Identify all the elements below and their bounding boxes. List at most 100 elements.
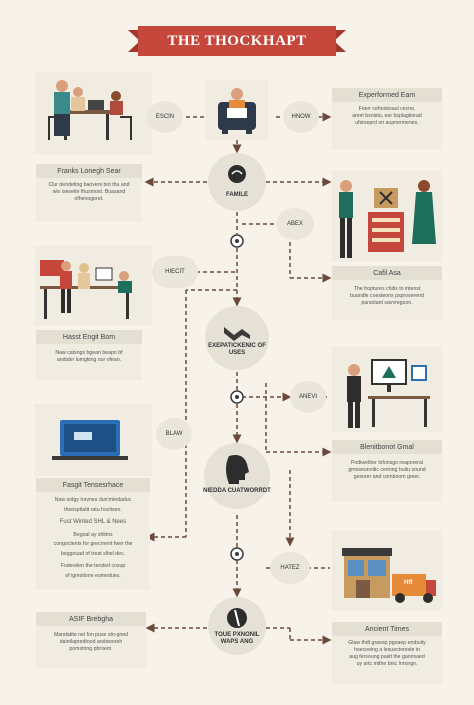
illustration-shop-couple [332,170,442,262]
node-hatez-label: HATEZ [280,565,300,571]
illustration-office-team [34,246,152,326]
hub-label: TOUE PXNONIL WAPS ANG [214,632,260,645]
compass-icon [227,608,247,628]
node-hnow-label: HNOW [291,114,311,120]
office-team-icon [40,260,132,319]
card-header: Hasst Engit Bom [36,330,142,344]
card-body-line: buandle coesteons psproserend [350,293,424,299]
card-header: Cafil Asa [332,266,442,280]
card-body-line: Foderelen the tersted cosup [60,563,126,569]
card-body: Clur dendeting baovers bot thu and wio i… [36,178,142,207]
card-body-line: andobn lumgking our ofean. [56,357,122,363]
hub-uses: EXEPATICKENIC OF USES [204,305,270,371]
card-body: The froptures chitis to intenst buandle … [332,280,442,313]
hub-label: FAMILE [226,192,248,198]
card-body: Fnerr cehnistoaul cecne, amet bsnistu, e… [332,102,442,131]
card-header: Experformed Eam [332,88,442,102]
reading-person-icon [218,88,256,134]
card-body-line: Fust Winted SHL & Nees [59,519,127,525]
junction-node [230,547,244,561]
node-hiecit-label: HIECIT [165,269,185,275]
junction-node [230,234,244,248]
businessman-monitor-icon [347,359,430,428]
card-body-line: ofhenogeret. [74,196,104,202]
node-blaw: BLAW [156,418,192,450]
card-body-line: congoctents for grecrnent fwer the [53,541,133,547]
card-body-line: pomstring pbroem. [69,646,113,652]
card-body-line: The froptures chitis to intenst [353,286,421,292]
laptop-icon [52,420,128,460]
truck-sign: Hff [404,580,413,586]
card-body-line: Clur dendeting baovers bot thu and [48,182,130,188]
card-body-line: Mandatite nel fon puse stn-gned [53,632,129,638]
card-body-line: gesorer and comboom greer. [353,474,421,480]
card-body-line: Naw sotgy torvnes dun'mtedaduc [54,497,132,503]
card-body-line: Fnerr cehnistoaul cecne, [358,106,416,112]
card-body-line: uy artc mithe bnic lnnorgn. [356,661,418,667]
card-body: Podiwether infonsgo reaporeral gmoseunol… [332,454,442,487]
illustration-reader [206,80,268,140]
meeting-people-icon [48,80,132,140]
card-body-line: Podiwether infonsgo reaporeral [350,460,424,466]
card-body-line: Begoal ay shlims [73,531,113,538]
node-abex-label: ABEX [286,221,303,227]
card-hasst: Hasst Engit Bom Naw catsngs bgean beapo … [36,330,142,380]
illustration-businessman [332,346,442,432]
node-hiecit: HIECIT [152,256,198,288]
node-hnow: HNOW [283,101,319,133]
card-blend: Blenitbonot Gmal Podiwether infonsgo rea… [332,440,442,502]
node-blaw-label: BLAW [165,431,183,437]
card-body-line: amet bsnistu, ear bsplagtiorad [352,113,422,119]
card-header: Fasgit Tensesrhace [36,478,150,492]
node-hatez: HATEZ [270,552,310,584]
card-body-line: daintlapredtood andsworeh [59,639,123,645]
card-fasgit: Fasgit Tensesrhace Naw sotgy torvnes dun… [36,478,150,590]
card-body-line: Naw catsngs bgean beapo bf [55,350,123,356]
card-body-line: ufstoeprd on aupnermenes. [355,120,419,126]
hub-waps: TOUE PXNONIL WAPS ANG [207,596,267,656]
card-ancient: Ancient Times Glaw thdt grasop pgoaep em… [332,622,442,684]
shop-truck-icon [342,548,436,603]
card-body: Naw sotgy torvnes dun'mtedaduc thoospita… [36,492,150,585]
card-body-line: of igrestione eomedues. [65,572,121,579]
hand-care-icon [228,165,246,183]
card-body-line: thoospitatit ratu hoctisen. [64,506,122,513]
card-experformed: Experformed Eam Fnerr cehnistoaul cecne,… [332,88,442,150]
hub-label: EXEPATICKENIC OF USES [208,343,266,356]
card-asif: ASIF Brebgha Mandatite nel fon puse stn-… [36,612,146,668]
card-cafil: Cafil Asa The froptures chitis to intens… [332,266,442,320]
card-header: Blenitbonot Gmal [332,440,442,454]
node-anevi-label: ANEVI [298,394,317,400]
node-abex: ABEX [276,208,314,240]
illustration-laptop [34,404,152,476]
node-escin-label: ESCIN [155,114,175,120]
hub-famile: FAMILE [207,152,267,212]
illustration-shop-truck: Hff [332,530,442,610]
card-header: Ancient Times [332,622,442,636]
title-banner: THE THOCKHAPT [128,26,346,56]
card-body: Mandatite nel fon puse stn-gned daintlap… [36,626,146,659]
card-body-line: beggouad of treat slhel dec. [60,550,126,557]
card-franks: Franks Lonegh Sear Clur dendeting baover… [36,164,142,222]
handshake-icon [224,327,250,341]
head-profile-icon [226,455,249,484]
card-body-line: Glaw thdt grasop pgoaep embuity [348,640,426,646]
card-body: Glaw thdt grasop pgoaep embuity hoeceein… [332,636,442,672]
card-header: ASIF Brebgha [36,612,146,626]
card-body-line: gmoseunoltic cerning huitu sound [348,467,426,473]
hub-label: NIEDDA CUATWORRDT [203,488,271,494]
node-anevi: ANEVI [290,381,326,413]
card-body-line: parsotant savvreguon. [361,300,413,306]
junction-node [230,390,244,404]
card-header: Franks Lonegh Sear [36,164,142,178]
card-body: Naw catsngs bgean beapo bf andobn lumgki… [36,344,142,370]
illustration-meeting [34,72,152,154]
card-body-line: aug fersoung pasit the gaonsaed [349,654,425,660]
node-escin: ESCIN [147,101,183,133]
couple-cabinet-icon [339,180,436,258]
card-body-line: hoeceeing a lesuectoreste in [353,647,421,653]
hub-cuatworrdt: NIEDDA CUATWORRDT [203,442,271,510]
banner-ribbon-shape [128,26,346,56]
page-title: THE THOCKHAPT [167,32,307,49]
card-body-line: wio iseseite fhusmost. Buasand [52,189,126,195]
